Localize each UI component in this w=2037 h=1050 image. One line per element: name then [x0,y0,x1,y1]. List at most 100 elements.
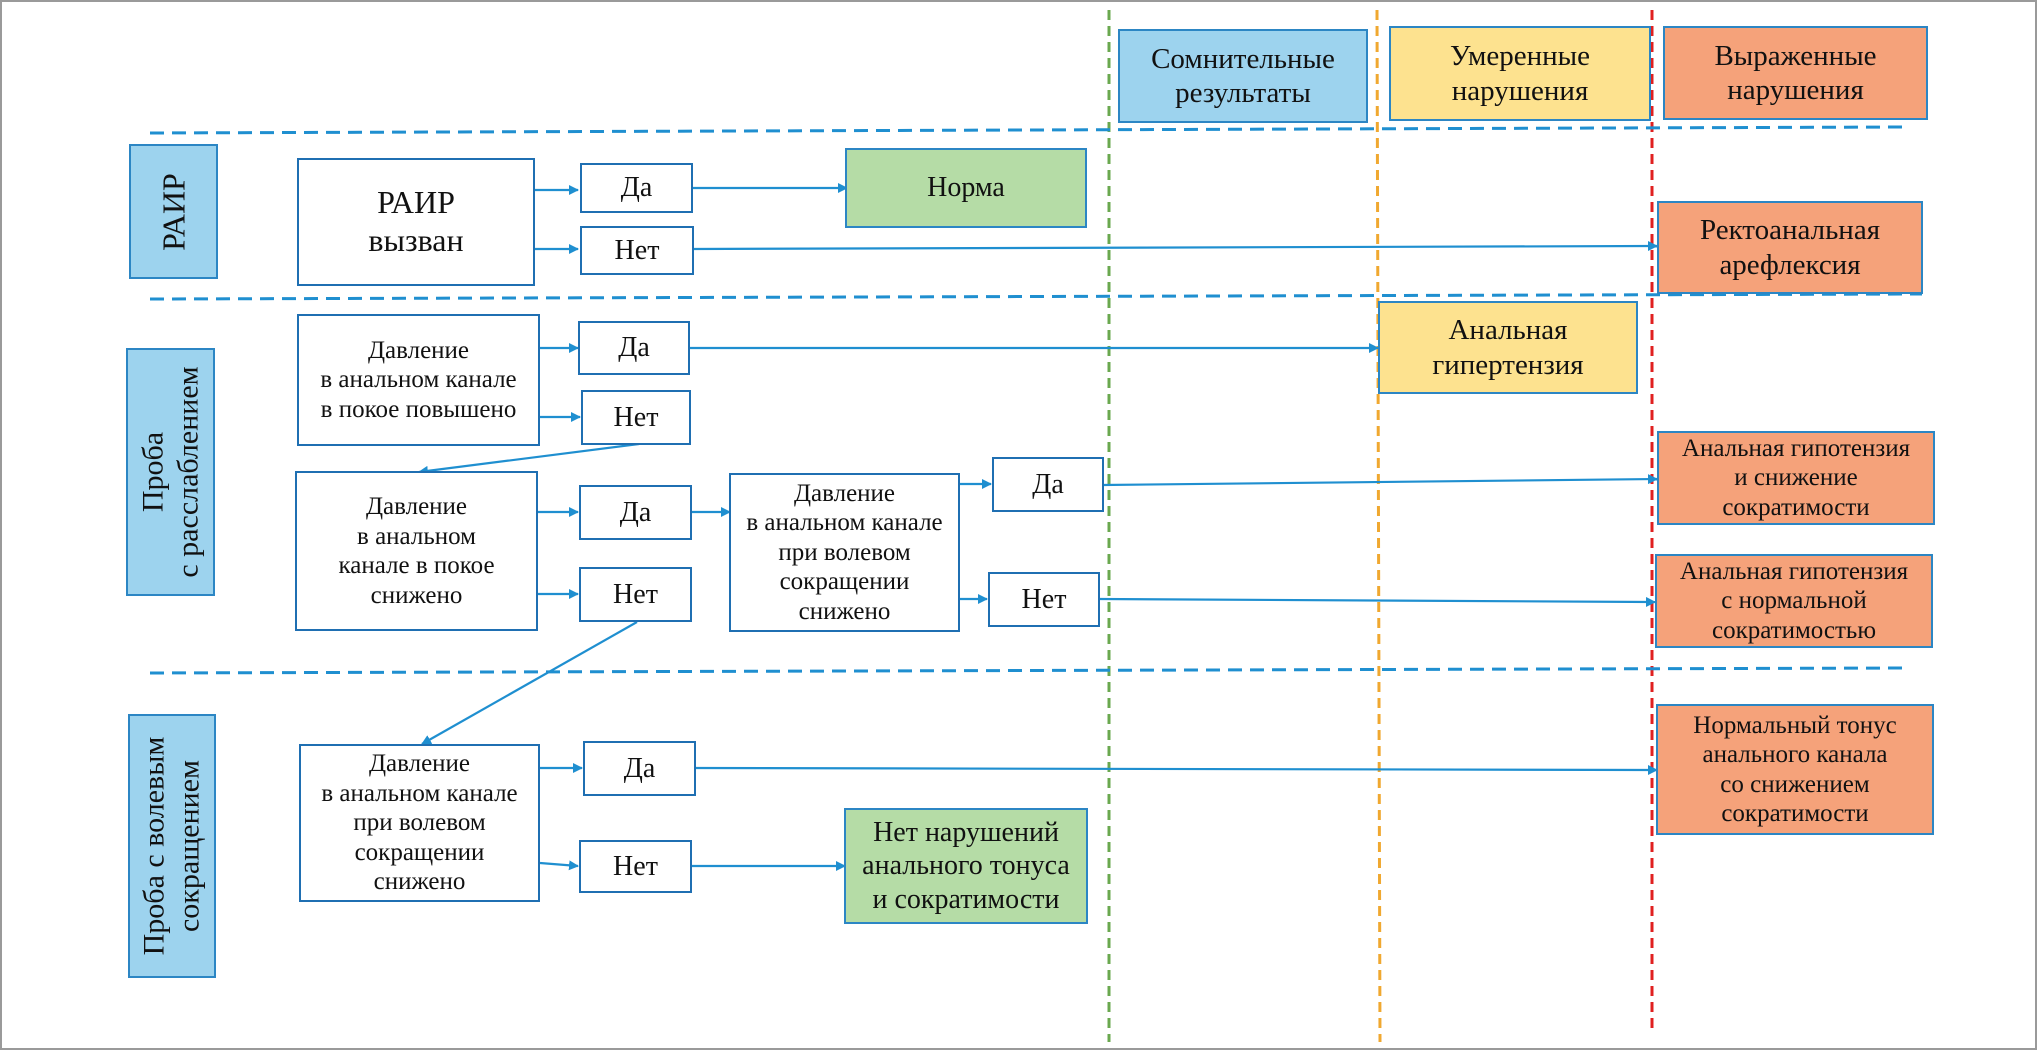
section-label-squeeze: Проба с волевым сокращением [128,714,216,978]
answer-label: Да [619,496,652,528]
answer-label: Нет [613,578,658,610]
answer-no-decreased: Нет [579,567,692,622]
step-rest-pressure-decreased: Давление в анальном канале в покое сниже… [295,471,538,631]
answer-label: Да [623,752,656,784]
step-line: снижено [370,581,463,609]
outcome-line: сократимостью [1711,616,1877,644]
step-line: канале в покое [338,552,495,579]
moderate-column-divider [1375,9,1382,1043]
column-header-moderate: Умеренные нарушения [1389,26,1651,121]
step-line: сокращении [779,568,910,596]
step-line: в анальном канале [746,509,943,537]
outcome-hypotension-reduced-contractility: Анальная гипотензия и снижение сократимо… [1657,431,1935,525]
arrow-no-to-squeeze-bottom [421,621,638,745]
section-label-relax-text: Проба с расслаблением [136,366,205,577]
step-line: Давление [367,336,470,364]
section-label-rair-text: РАИР [155,173,192,251]
section-label-squeeze-text: Проба с волевым сокращением [138,737,207,956]
step-squeeze-pressure-decreased-bottom: Давление в анальном канале при волевом с… [299,744,540,902]
outcome-line: Анальная гипотензия [1679,557,1909,585]
step-line: Давление [793,479,896,507]
answer-yes-increased: Да [578,321,690,375]
step-squeeze-pressure-decreased-mid: Давление в анальном канале при волевом с… [729,473,960,632]
section-label-line: Проба с волевым [137,736,171,956]
outcome-line: Нет нарушений [873,817,1059,849]
step-line: в покое повышено [320,395,517,423]
arrow-yes-hypotension-reduced [1102,474,1658,487]
outcome-normal-tone-reduced-contractility: Нормальный тонус анального канала со сни… [1656,704,1934,835]
column-header-moderate-line: Умеренные [1450,40,1590,73]
step-line: при волевом [778,538,911,566]
outcome-line: Ректоанальная [1699,214,1881,247]
answer-label: Нет [614,234,660,266]
answer-label: Нет [613,401,659,433]
outcome-no-disorders: Нет нарушений анального тонуса и сократи… [844,808,1088,924]
outcome-line: анального канала [1702,741,1888,768]
outcome-line: и сократимости [872,883,1060,915]
answer-no-increased: Нет [581,390,691,445]
step-line: вызван [368,222,464,258]
outcome-line: Норма [927,172,1005,204]
outcome-line: Нормальный тонус [1693,711,1897,739]
step-line: снижено [798,597,891,625]
step-line: в анальном канале [321,779,518,807]
section-divider-top [149,125,1903,135]
arrow-no-to-decreased [418,442,640,476]
answer-no-rair: Нет [580,226,694,275]
section-label-line: Проба [136,431,169,513]
outcome-line: со снижением [1720,770,1870,798]
answer-label: Да [620,172,653,204]
step-line: в анальном канале [320,366,517,394]
step-rair-evoked: РАИР вызван [297,158,535,286]
step-rest-pressure-increased: Давление в анальном канале в покое повыш… [297,314,540,446]
section-divider-middle [149,292,1923,301]
outcome-line: и снижение [1734,464,1858,492]
section-label-relax: Проба с расслаблением [126,348,215,596]
answer-label: Нет [613,850,658,882]
answer-label: Да [1032,468,1064,500]
column-header-severe-line: Выраженные [1714,39,1877,72]
outcome-hypotension-normal-contractility: Анальная гипотензия с нормальной сократи… [1655,554,1933,648]
outcome-rectoanal-areflexia: Ректоанальная арефлексия [1657,201,1923,294]
answer-yes-decreased: Да [579,485,692,540]
answer-yes-squeeze-mid: Да [992,457,1104,512]
section-label-line: сокращением [172,759,205,933]
outcome-line: анального тонуса [862,850,1070,882]
column-header-moderate-line: нарушения [1451,74,1589,107]
column-header-doubtful: Сомнительные результаты [1118,29,1368,123]
step-line: сокращении [354,838,485,866]
arrow-yes-normal-tone [695,764,1658,775]
arrow-no-hypotension-normal [1099,596,1656,607]
step-line: при волевом [353,809,486,837]
outcome-line: арефлексия [1719,248,1861,281]
section-divider-bottom [149,666,1903,675]
section-label-rair: РАИР [129,144,218,279]
answer-no-squeeze-mid: Нет [988,572,1100,627]
outcome-anal-hypertension: Анальная гипертензия [1378,301,1638,394]
arrow-squeeze-bottom-no [539,860,579,871]
column-header-severe: Выраженные нарушения [1663,26,1928,120]
arrow-no-areflexia [692,241,1658,252]
outcome-line: Анальная гипотензия [1681,434,1911,462]
answer-yes-rair: Да [580,163,693,213]
outcome-line: Анальная [1448,314,1568,347]
outcome-line: сократимости [1721,800,1869,827]
outcome-line: с нормальной [1721,587,1867,615]
outcome-line: гипертензия [1432,348,1584,381]
outcome-norm: Норма [845,148,1087,228]
step-line: снижено [373,868,466,896]
answer-yes-squeeze-bottom: Да [583,741,696,796]
answer-no-squeeze-bottom: Нет [579,840,692,893]
outcome-line: сократимости [1722,493,1870,521]
section-label-line: с расслаблением [170,366,204,578]
section-label-line: РАИР [155,172,192,251]
column-header-severe-line: нарушения [1727,74,1864,106]
answer-label: Да [618,332,650,364]
step-line: Давление [368,750,471,778]
answer-label: Нет [1021,583,1067,615]
column-header-doubtful-line: Сомнительные [1151,42,1335,75]
step-line: Давление [365,493,468,520]
step-line: в анальном [357,522,476,550]
